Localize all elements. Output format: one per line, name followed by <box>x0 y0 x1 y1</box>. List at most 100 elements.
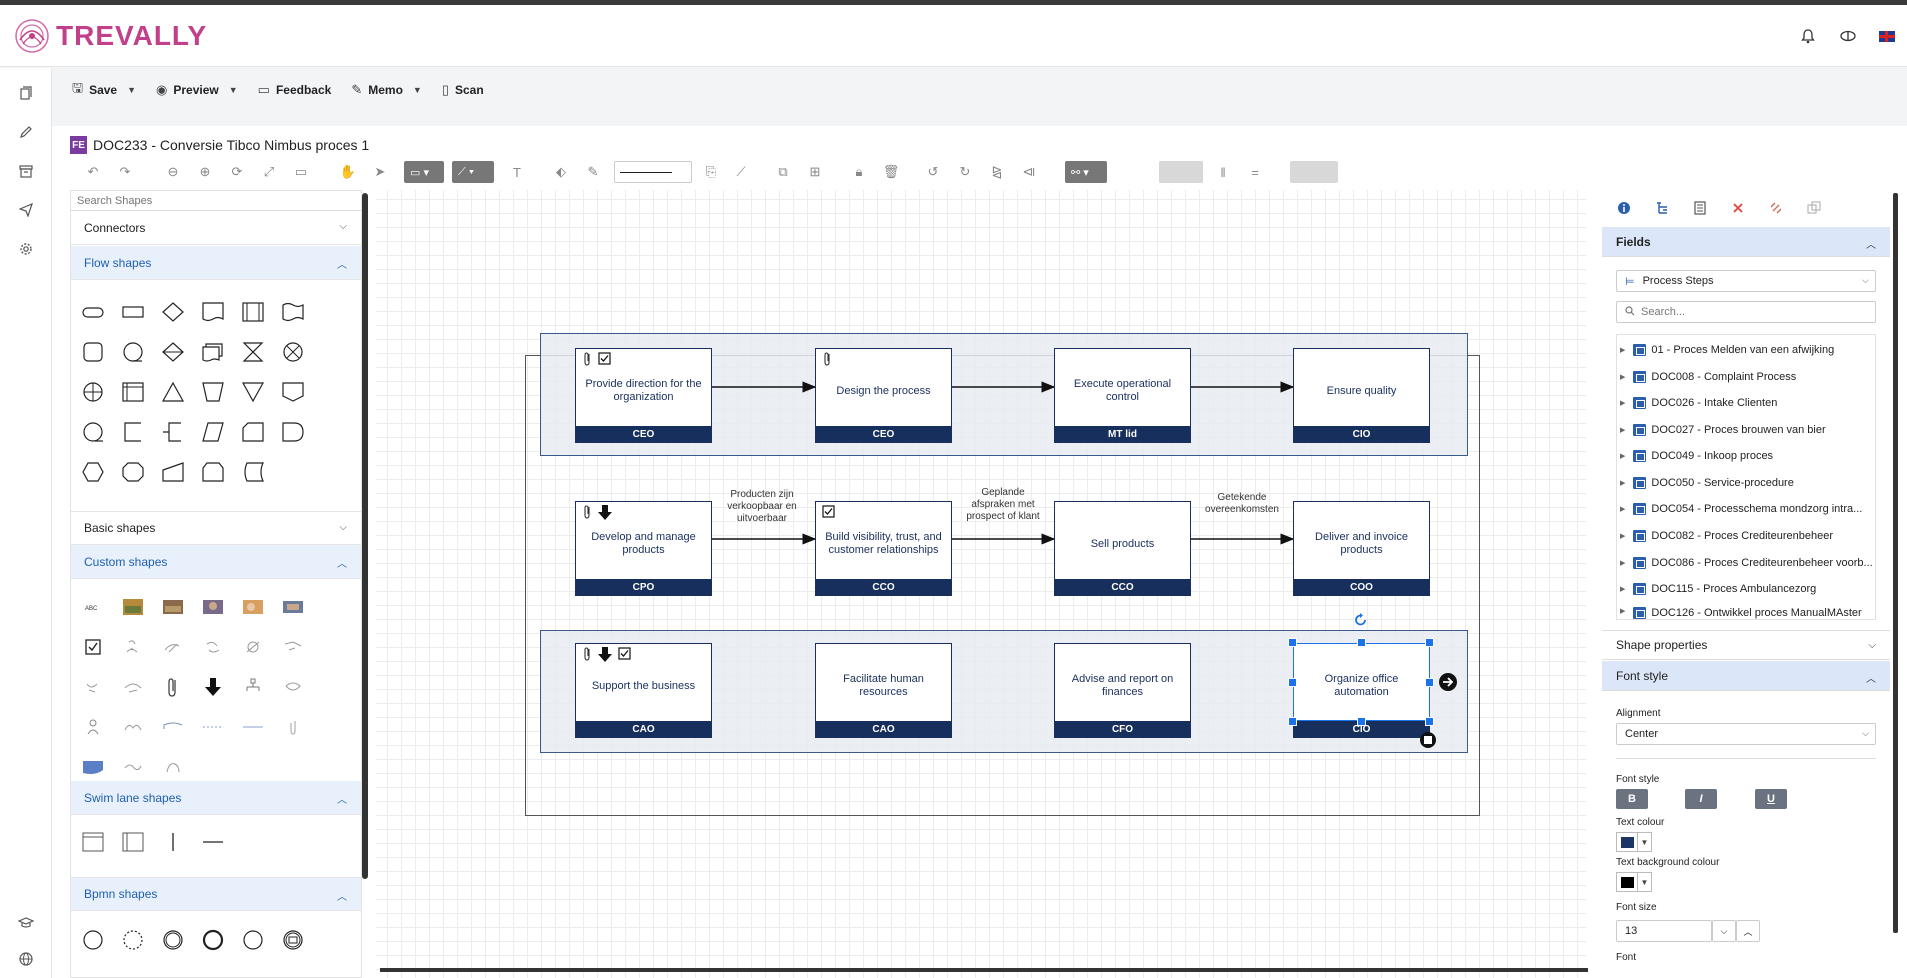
distribute-vertical-icon[interactable]: ‖ <box>1220 164 1226 180</box>
decision-shape[interactable] <box>161 301 185 323</box>
text-bg-colour-dropdown[interactable]: ▼ <box>1638 872 1652 892</box>
person-shape[interactable] <box>81 716 105 738</box>
sketch-figure-shape[interactable] <box>241 636 265 658</box>
bell-icon[interactable] <box>1799 27 1817 45</box>
manual-operation-shape[interactable] <box>201 381 225 403</box>
info-tab-icon[interactable] <box>1614 198 1634 218</box>
message-event-shape[interactable] <box>281 929 305 951</box>
sketch-figure-shape[interactable] <box>161 756 185 778</box>
terminator-shape[interactable] <box>81 301 105 323</box>
process-box[interactable]: Execute operational control MT lid <box>1054 348 1191 443</box>
extract-shape[interactable] <box>161 381 185 403</box>
memo-button[interactable]: ✎ Memo ▼ <box>341 76 432 104</box>
underline-button[interactable]: U <box>1755 789 1787 809</box>
undo-icon[interactable]: ↶ <box>87 164 99 179</box>
distribute-horizontal-icon[interactable]: = <box>1251 164 1259 180</box>
fit-screen-icon[interactable]: ⤢ <box>263 164 275 179</box>
offpage-reference-shape[interactable] <box>281 381 305 403</box>
org-chart-shape[interactable] <box>241 676 265 698</box>
photo-thumbnail-shape[interactable] <box>201 596 225 618</box>
ungroup-icon[interactable]: ⊞ <box>809 164 821 179</box>
group-icon[interactable]: ⧉ <box>778 164 788 179</box>
pen-icon[interactable] <box>17 123 35 141</box>
or-shape[interactable] <box>81 381 105 403</box>
swimlane-shapes-section-header[interactable]: Swim lane shapes ︿ <box>71 781 361 815</box>
redo-icon[interactable]: ↷ <box>119 164 131 179</box>
text-tool-icon[interactable]: T <box>513 164 521 180</box>
tree-item[interactable]: ▶DOC026 - Intake Clienten <box>1620 394 1777 412</box>
tree-item[interactable]: ▶01 - Proces Melden van een afwijking <box>1620 341 1834 359</box>
bpmn-shapes-section-header[interactable]: Bpmn shapes ︿ <box>71 877 361 911</box>
basic-shapes-section-header[interactable]: Basic shapes ⌵ <box>71 511 361 545</box>
sketch-figure-shape[interactable] <box>121 636 145 658</box>
scan-button[interactable]: ▯ Scan <box>432 76 494 104</box>
process-box[interactable]: Provide direction for the organization C… <box>575 348 712 443</box>
delete-handle-icon[interactable] <box>1419 731 1437 749</box>
connector-annotation[interactable]: Producten zijn verkoopbaar en uitvoerbaa… <box>727 489 797 524</box>
process-box[interactable]: Ensure quality CIO <box>1293 348 1430 443</box>
pan-hand-icon[interactable]: ✋ <box>339 164 357 179</box>
wave-line-shape[interactable] <box>161 716 185 738</box>
zoom-in-icon[interactable]: ⊕ <box>199 164 211 179</box>
font-size-input[interactable]: 13 <box>1616 920 1712 942</box>
resize-handle[interactable] <box>1425 638 1434 647</box>
preview-button[interactable]: ◉ Preview ▼ <box>146 76 248 104</box>
shapes-panel-scrollbar[interactable] <box>362 193 368 879</box>
custom-shapes-section-header[interactable]: Custom shapes ︿ <box>71 545 361 579</box>
search-shapes-input[interactable] <box>71 191 361 211</box>
sketch-figure-shape[interactable] <box>81 676 105 698</box>
stroke-pen-icon[interactable]: ✎ <box>587 164 599 179</box>
photo-thumbnail-shape[interactable] <box>121 596 145 618</box>
predefined-process-shape[interactable] <box>241 301 265 323</box>
flip-vertical-icon[interactable]: ⧏ <box>1022 164 1036 179</box>
brand-logo[interactable]: TREVALLY <box>14 18 207 54</box>
document-shape[interactable] <box>201 301 225 323</box>
collate-shape[interactable] <box>241 341 265 363</box>
horizontal-lane-shape[interactable] <box>81 831 105 853</box>
data-shape[interactable] <box>201 421 225 443</box>
attachment-shape[interactable] <box>281 716 305 738</box>
connector-annotation[interactable]: Geplande afspraken met prospect of klant <box>966 487 1040 522</box>
loop-limit-shape[interactable] <box>121 461 145 483</box>
process-box[interactable]: Facilitate human resources CAO <box>815 643 952 738</box>
line-style-select[interactable] <box>614 161 692 183</box>
copy-tab-icon[interactable] <box>1804 198 1824 218</box>
sketch-figure-shape[interactable] <box>121 716 145 738</box>
process-box[interactable]: Develop and manage products CPO <box>575 501 712 596</box>
alignment-select[interactable]: Center ⌵ <box>1616 723 1876 745</box>
format-painter-icon[interactable]: ⎘ <box>705 164 717 179</box>
merge-shape[interactable] <box>241 381 265 403</box>
canvas-horizontal-scrollbar[interactable] <box>380 968 1588 972</box>
font-style-section-header[interactable]: Font style ︿ <box>1602 661 1890 691</box>
paperclip-shape[interactable] <box>161 676 185 698</box>
photo-thumbnail-shape[interactable] <box>161 596 185 618</box>
close-x-icon[interactable] <box>1728 198 1748 218</box>
connector-mode-dropdown[interactable]: ⚯ ▾ <box>1065 161 1107 183</box>
arrange-dropdown-disabled[interactable] <box>1159 161 1203 183</box>
internal-storage-shape[interactable] <box>121 381 145 403</box>
horizontal-separator-shape[interactable] <box>201 831 225 853</box>
fields-section-header[interactable]: Fields ︿ <box>1602 227 1890 257</box>
process-box[interactable]: Deliver and invoice products COO <box>1293 501 1430 596</box>
annotation-shape[interactable] <box>121 421 145 443</box>
event-shape[interactable] <box>241 929 265 951</box>
loop-limit-top-shape[interactable] <box>201 461 225 483</box>
process-shape[interactable] <box>121 301 145 323</box>
checkbox-shape[interactable] <box>81 636 105 658</box>
send-icon[interactable] <box>17 201 35 219</box>
photo-thumbnail-shape[interactable] <box>241 596 265 618</box>
resize-handle[interactable] <box>1288 638 1297 647</box>
punched-tape-shape[interactable] <box>281 301 305 323</box>
text-colour-dropdown[interactable]: ▼ <box>1638 832 1652 852</box>
resize-handle[interactable] <box>1357 717 1366 726</box>
font-size-decrease[interactable]: ⌵ <box>1712 920 1736 942</box>
shape-properties-section-header[interactable]: Shape properties ⌵ <box>1602 630 1890 660</box>
refresh-icon[interactable]: ⟳ <box>231 164 243 179</box>
list-tab-icon[interactable] <box>1690 198 1710 218</box>
connectors-section-header[interactable]: Connectors ⌵ <box>71 211 361 245</box>
flow-shapes-section-header[interactable]: Flow shapes ︿ <box>71 246 361 280</box>
summing-junction-shape[interactable] <box>281 341 305 363</box>
save-button[interactable]: 🖫 Save ▼ <box>62 76 146 104</box>
process-box[interactable]: Support the business CAO <box>575 643 712 738</box>
manual-input-shape[interactable] <box>161 461 185 483</box>
